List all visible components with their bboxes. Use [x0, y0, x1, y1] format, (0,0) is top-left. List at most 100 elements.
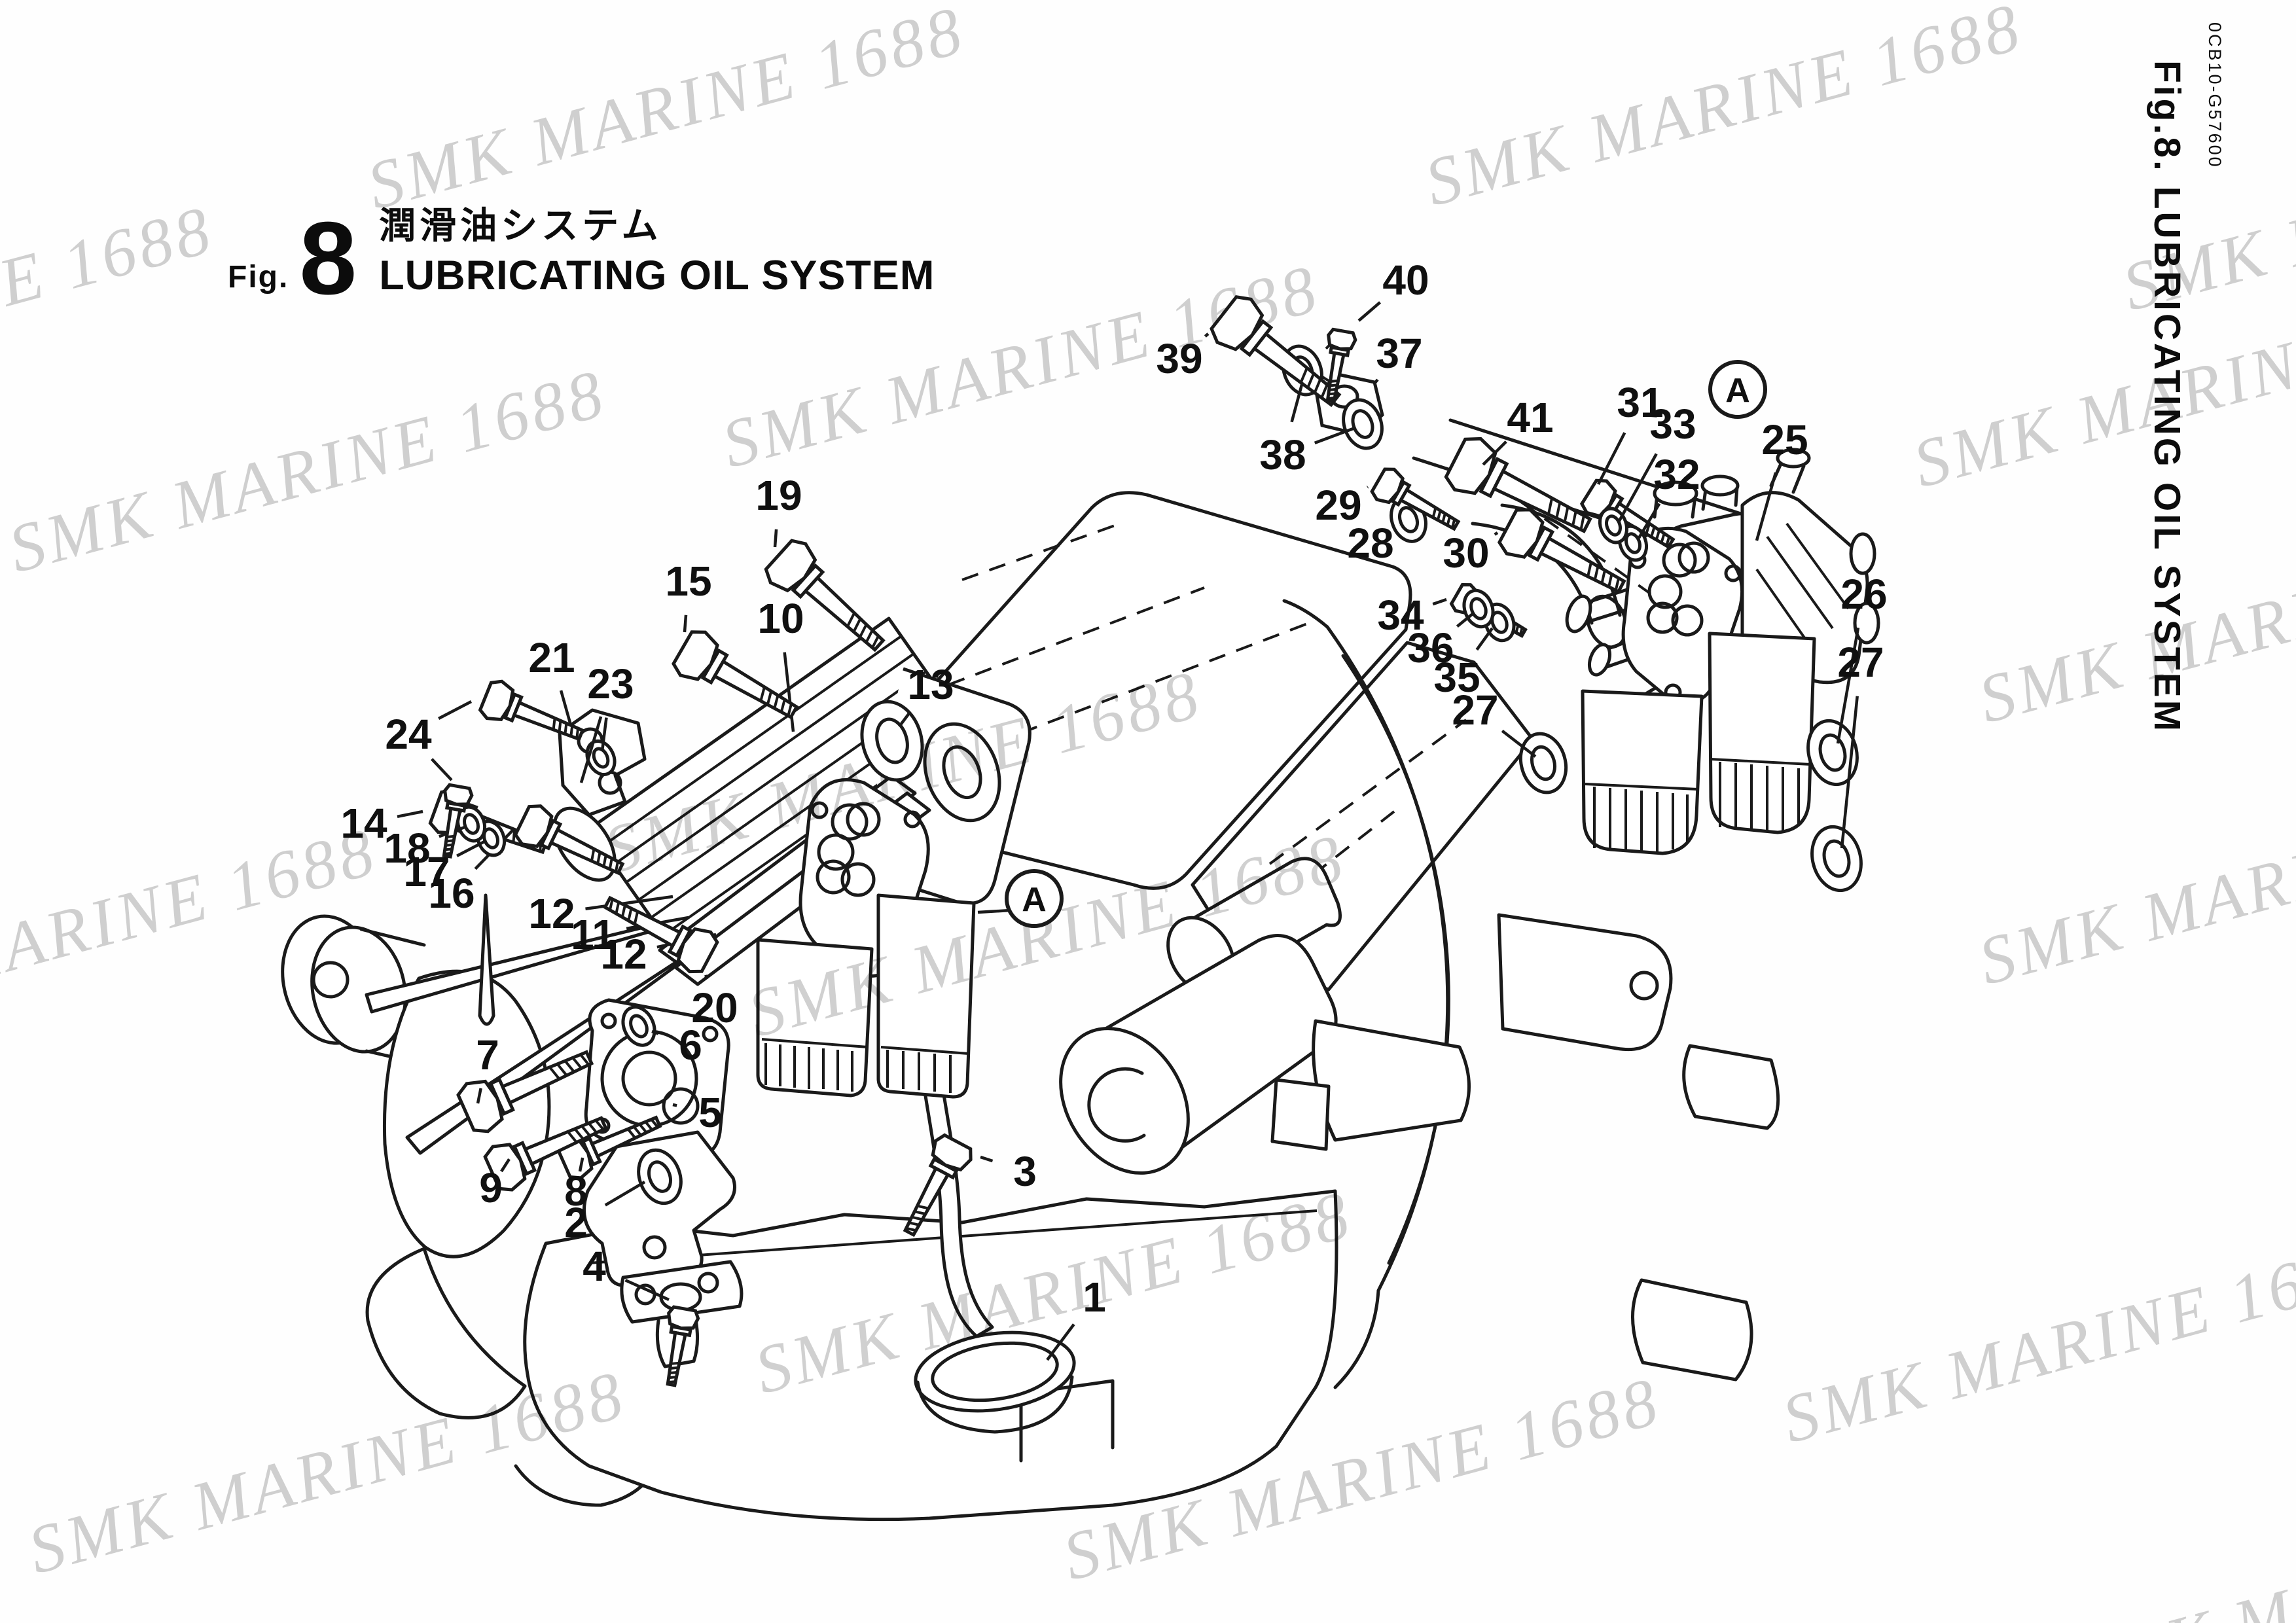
callout-label: 17	[403, 848, 450, 895]
callout-label: 4	[583, 1243, 606, 1290]
bolt-glyph	[1370, 467, 1461, 531]
callout-label: 31	[1617, 379, 1663, 426]
callout-4: 4	[583, 1243, 700, 1387]
callout-label: 3	[1013, 1148, 1037, 1195]
fig-number: 8	[299, 200, 357, 316]
callout-41: 41	[1444, 394, 1592, 533]
side-title-vertical: Fig.8. LUBRICATING OIL SYSTEM	[2146, 60, 2188, 734]
callout-6: 6	[621, 1005, 702, 1069]
callout-7: 7	[456, 1031, 594, 1133]
callout-25: 25	[1755, 416, 1808, 541]
doc-code-vertical: 0CB10-G57600	[2205, 22, 2225, 169]
washer-glyph	[1810, 825, 1863, 893]
bolt-glyph	[513, 804, 625, 876]
callout-label: 41	[1507, 394, 1553, 441]
washer-glyph	[860, 700, 924, 782]
callout-label: 15	[665, 558, 711, 605]
washer-glyph	[1518, 732, 1568, 794]
callout-26: 26	[1806, 571, 1888, 787]
callout-label: 14	[340, 800, 387, 847]
callout-label: 6	[679, 1022, 702, 1069]
callout-29: 29	[1315, 467, 1461, 531]
callout-label: 8	[564, 1168, 588, 1215]
callout-label: 10	[757, 595, 804, 642]
callout-23: 23	[579, 660, 634, 783]
callout-label: 25	[1761, 416, 1808, 463]
callout-label: 36	[1407, 624, 1454, 671]
callout-20: 20	[603, 895, 738, 1031]
bolt-glyph	[442, 783, 474, 859]
callout-16: 16	[428, 804, 625, 917]
callout-label: 32	[1653, 451, 1700, 498]
fig-label: Fig.	[228, 260, 289, 294]
bolt-glyph	[672, 630, 799, 720]
washer-glyph	[621, 1005, 656, 1047]
callout-36: 36	[1407, 588, 1495, 671]
callout-label: 28	[1347, 520, 1393, 567]
callout-8: 8	[556, 1115, 662, 1215]
bolt-glyph	[556, 1115, 662, 1180]
callout-15: 15	[665, 558, 799, 720]
callout-label: 33	[1649, 401, 1696, 448]
callout-2: 2	[564, 1148, 683, 1246]
callout-27: 27	[1452, 687, 1568, 794]
ref-marker-A: A	[1708, 360, 1767, 419]
bolt-glyph	[483, 1116, 608, 1192]
callout-label: 39	[1156, 335, 1202, 382]
callout-label: 7	[476, 1031, 499, 1079]
callout-33: 33	[1598, 401, 1696, 544]
callout-label: 21	[528, 634, 575, 681]
title-english: LUBRICATING OIL SYSTEM	[379, 253, 935, 298]
ref-marker-label: A	[1022, 881, 1047, 919]
callout-label: 9	[479, 1164, 503, 1211]
callout-label: 5	[698, 1089, 722, 1136]
washer-glyph	[1806, 719, 1859, 787]
washer-glyph	[1462, 588, 1495, 629]
callout-9: 9	[479, 1116, 608, 1211]
title-japanese: 潤滑油システム	[379, 205, 662, 246]
callout-label: 34	[1377, 592, 1424, 639]
bolt-glyph	[1444, 437, 1592, 533]
callout-label: 13	[907, 661, 954, 708]
callout-3: 3	[903, 1133, 1037, 1238]
callout-label: 40	[1382, 257, 1429, 304]
callout-label: 20	[691, 984, 738, 1031]
callout-label: 35	[1433, 654, 1480, 701]
callout-label: 2	[564, 1199, 588, 1246]
bolt-glyph	[1497, 508, 1626, 594]
ref-marker-label: A	[1725, 372, 1750, 410]
callout-label: 11	[571, 911, 615, 958]
washer-glyph	[637, 1148, 683, 1205]
callout-label: 37	[1376, 330, 1422, 377]
callout-12: 12	[528, 890, 673, 937]
figure-title: Fig. 8 潤滑油システム LUBRICATING OIL SYSTEM	[228, 196, 935, 316]
bolt-glyph	[1210, 295, 1342, 407]
callout-label: 12	[600, 931, 647, 978]
bolt-glyph	[903, 1133, 973, 1238]
callout-21: 21	[528, 634, 575, 726]
callout-32: 32	[1617, 451, 1700, 562]
callout-13: 13	[860, 661, 954, 782]
callout-label: 12	[528, 890, 575, 937]
callout-label: 27	[1452, 687, 1498, 734]
callout-label: 18	[384, 825, 430, 872]
bolt-glyph	[456, 1050, 594, 1133]
callout-40: 40	[1325, 257, 1429, 403]
callout-label: 30	[1443, 529, 1489, 577]
callout-label: 26	[1840, 571, 1887, 618]
callout-39: 39	[1156, 295, 1342, 407]
ref-marker-A: A	[977, 869, 1064, 928]
callout-label: 38	[1259, 431, 1306, 478]
callout-5: 5	[672, 1089, 722, 1136]
bolt-glyph	[666, 1305, 700, 1387]
callout-label: 1	[1083, 1274, 1106, 1321]
callout-label: 16	[428, 870, 475, 917]
bolt-glyph	[478, 679, 585, 741]
callout-30: 30	[1443, 508, 1626, 594]
callout-label: 29	[1315, 482, 1361, 529]
callout-19: 19	[755, 472, 886, 652]
callout-label: 27	[1837, 639, 1884, 686]
callout-label: 19	[755, 472, 802, 519]
callout-1: 1	[1046, 1274, 1106, 1361]
